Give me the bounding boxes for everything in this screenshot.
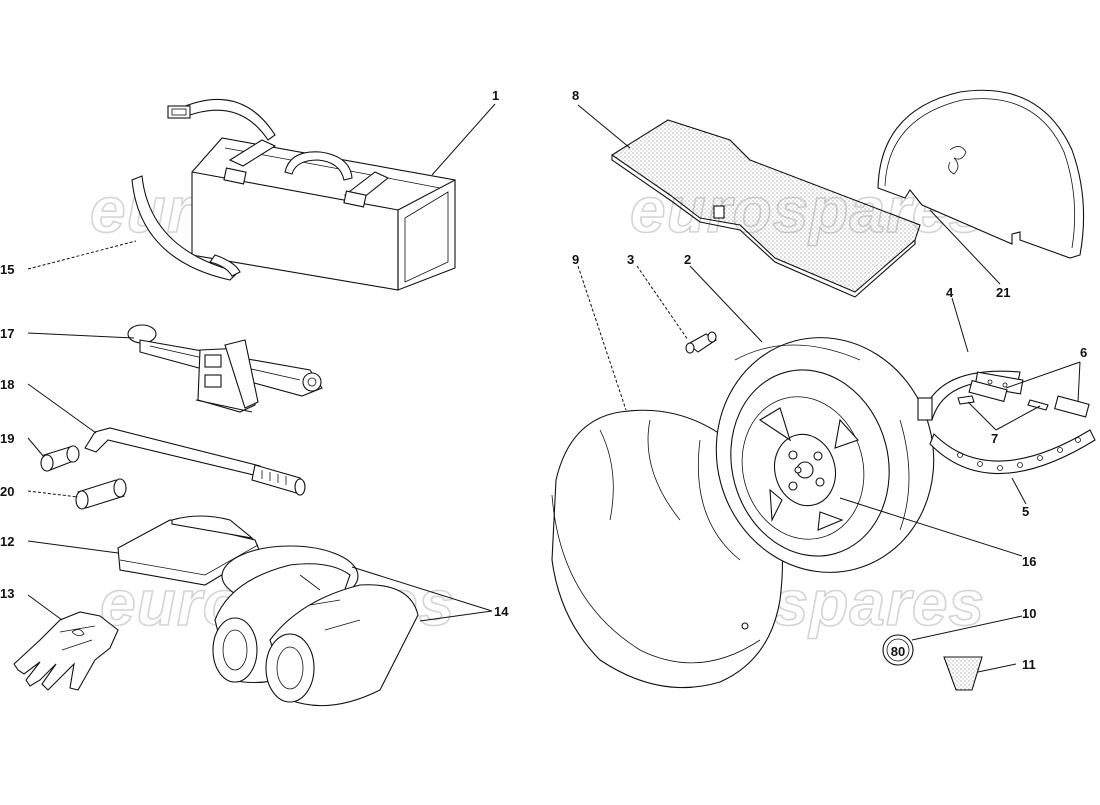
callout-8: 8 (572, 88, 579, 103)
callout-18: 18 (0, 377, 14, 392)
callout-11: 11 (1022, 657, 1036, 672)
part-jack (127, 324, 323, 413)
part-rolled-bags (212, 545, 419, 707)
part-strap (131, 98, 276, 281)
callout-16: 16 (1022, 554, 1036, 569)
callout-12: 12 (0, 534, 14, 549)
callout-6: 6 (1080, 345, 1087, 360)
leader-lines (27, 103, 1081, 673)
callout-9: 9 (572, 252, 579, 267)
part-socket-19 (40, 445, 80, 472)
callout-14: 14 (494, 604, 509, 619)
speed-badge-text: 80 (891, 644, 905, 659)
part-warning-triangle (943, 656, 983, 691)
callout-13: 13 (0, 586, 14, 601)
part-wheel-brace (84, 427, 306, 496)
part-spare-wheel-cover (877, 89, 1085, 259)
part-socket-20 (75, 478, 127, 510)
part-glove (13, 611, 119, 691)
callout-5: 5 (1022, 504, 1029, 519)
callout-1: 1 (492, 88, 499, 103)
part-speed-label: 80 (882, 634, 914, 666)
part-tire-valve (685, 331, 718, 354)
callout-10: 10 (1022, 606, 1036, 621)
part-strap-buckle (917, 370, 1024, 421)
part-perforated-strap (929, 429, 1096, 475)
part-brackets (957, 379, 1090, 418)
callout-4: 4 (946, 285, 954, 300)
part-floor-mat (610, 119, 921, 298)
callout-2: 2 (684, 252, 691, 267)
callout-20: 20 (0, 484, 14, 499)
callout-17: 17 (0, 326, 14, 341)
callout-3: 3 (627, 252, 634, 267)
callout-15: 15 (0, 262, 14, 277)
callout-19: 19 (0, 431, 14, 446)
callout-labels: 1 15 17 18 19 20 12 13 14 8 9 3 2 21 4 6… (0, 88, 1087, 672)
part-spare-wheel (715, 337, 935, 573)
part-tool-bag (191, 137, 456, 291)
callout-21: 21 (996, 285, 1010, 300)
callout-7: 7 (991, 431, 998, 446)
